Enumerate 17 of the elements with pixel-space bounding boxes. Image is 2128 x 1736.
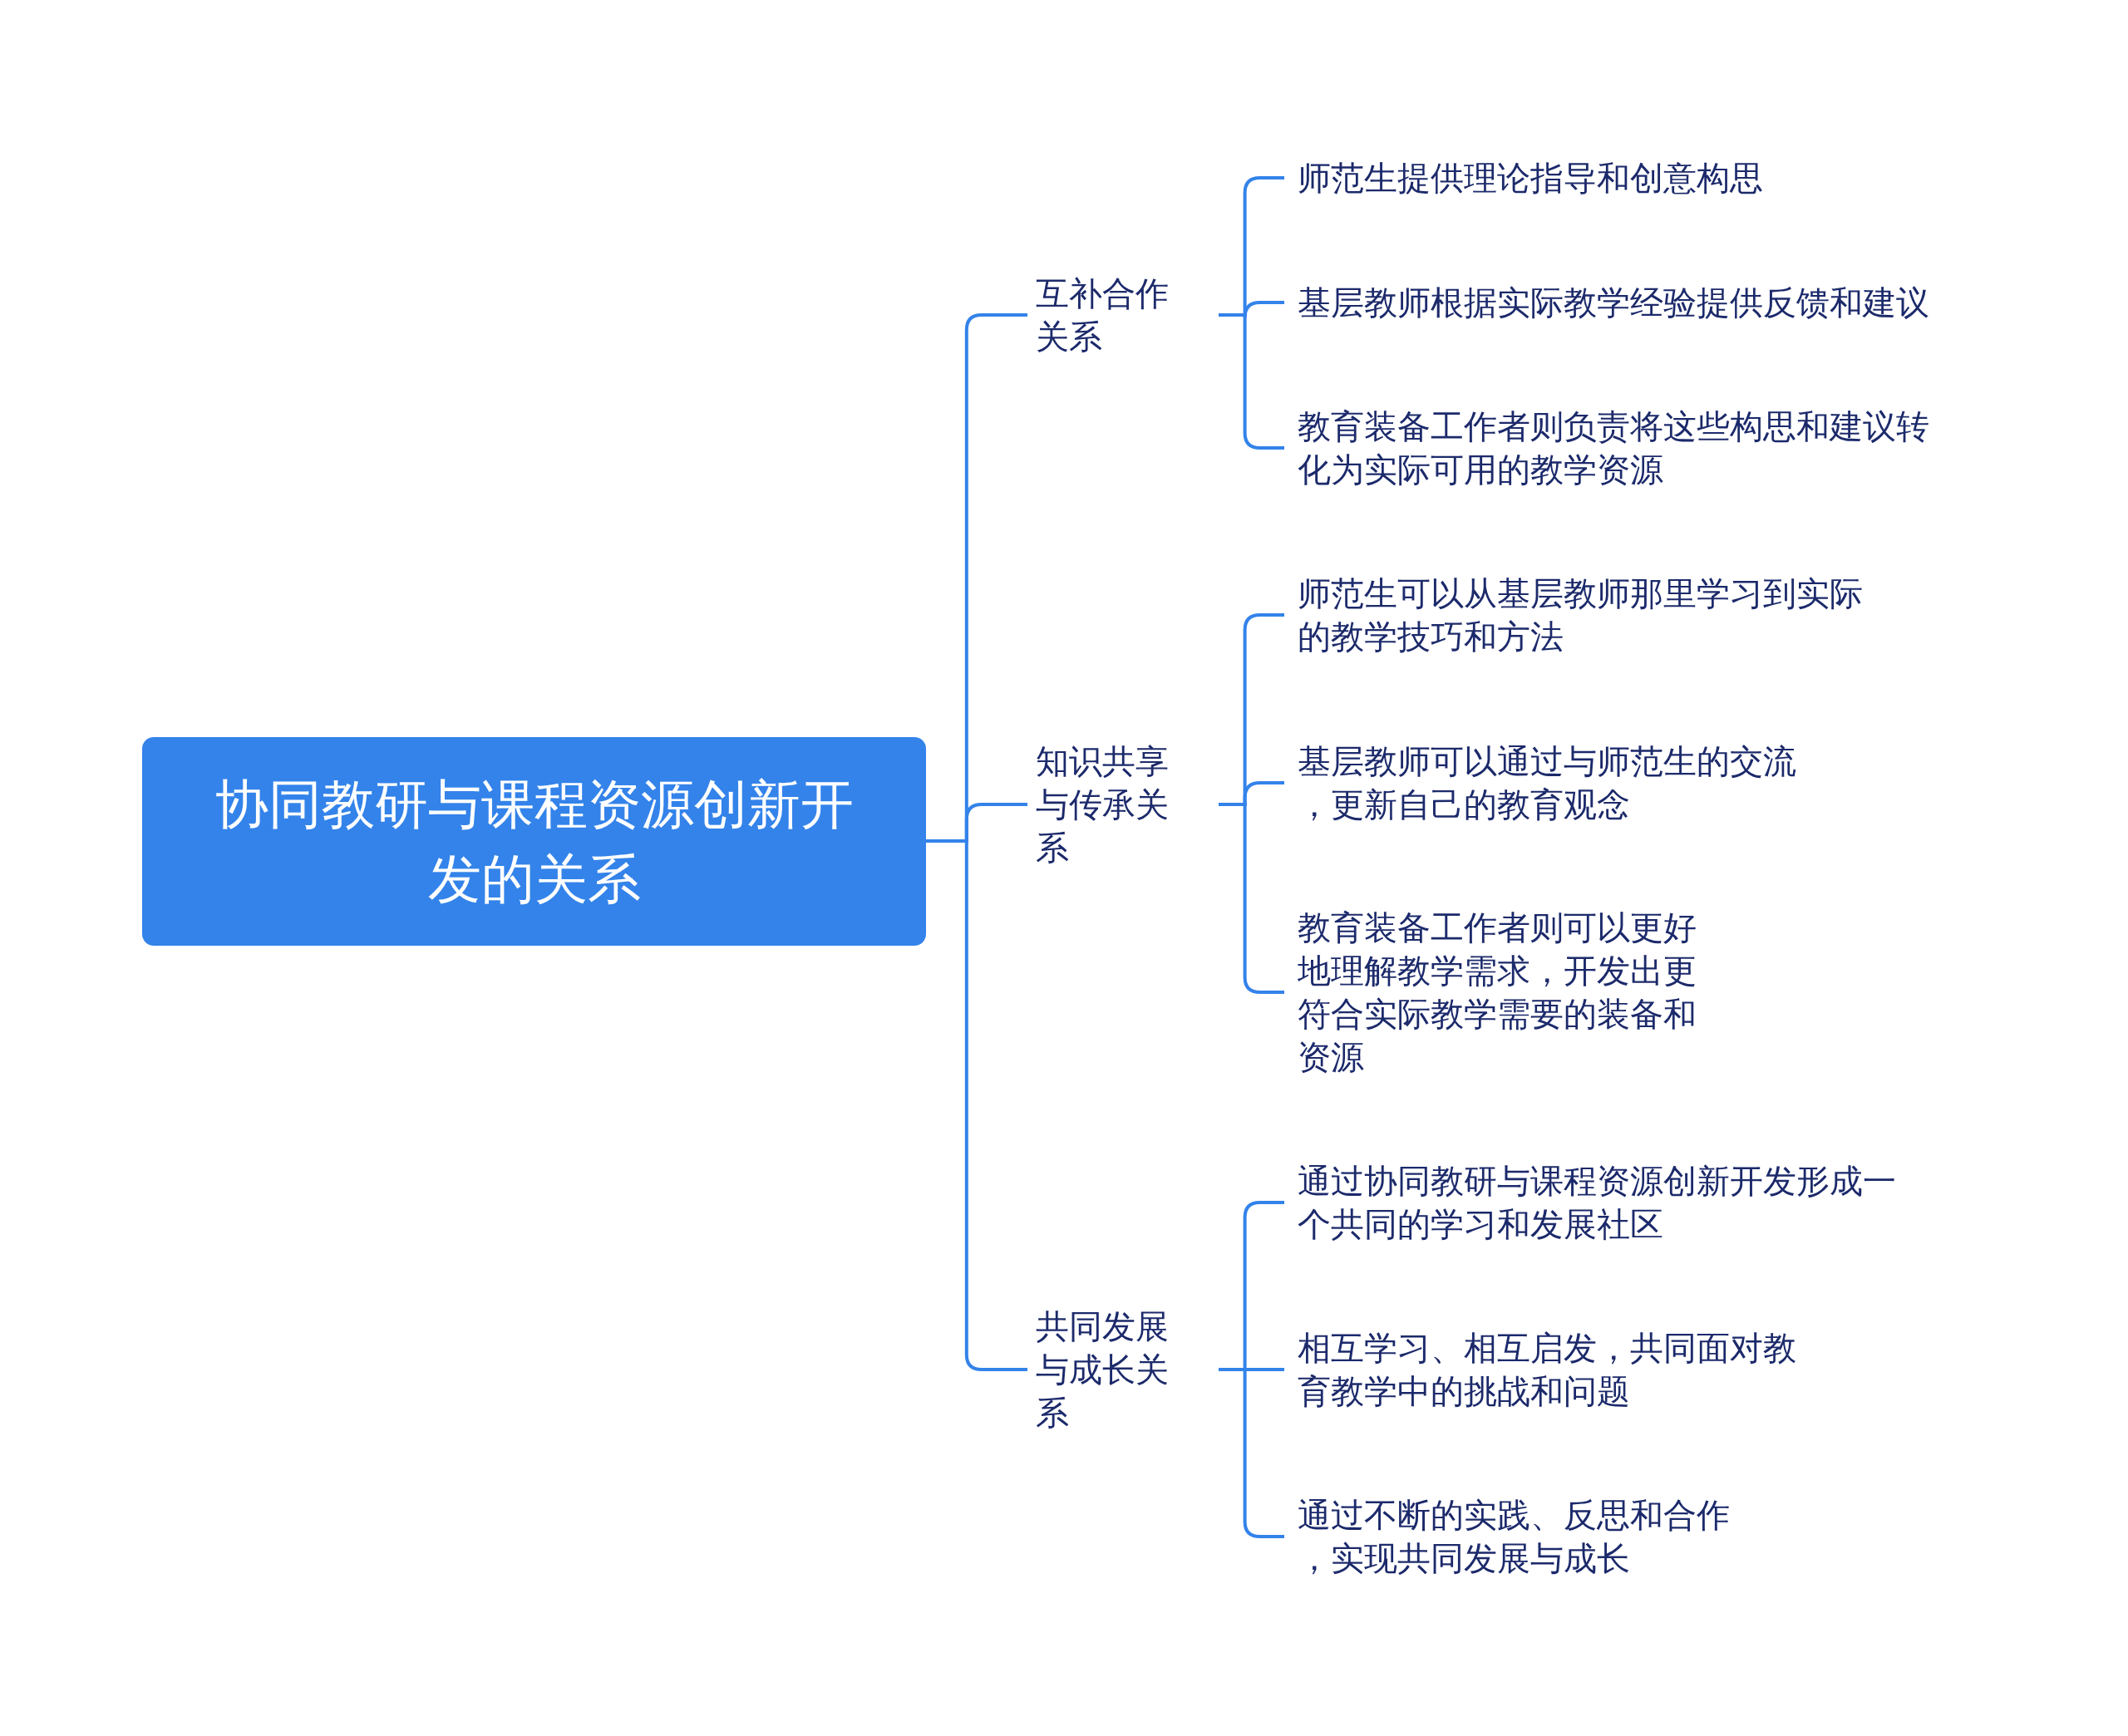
- subtopic-text: 师范生提供理论指导和创意构思: [1298, 158, 1764, 199]
- subtopic-text: 基层教师可以通过与师范生的交流，更新自己的教育观念: [1298, 741, 1796, 825]
- branch-topic-text: 共同发展与成长关系: [1036, 1306, 1169, 1434]
- subtopic-text: 教育装备工作者则可以更好地理解教学需求，开发出更符合实际教学需要的装备和资源: [1298, 907, 1697, 1078]
- root-topic-box: [142, 737, 926, 946]
- branch-topic-text: 互补合作关系: [1036, 273, 1169, 357]
- subtopic-text: 师范生可以从基层教师那里学习到实际的教学技巧和方法: [1298, 573, 1863, 657]
- subtopic-text: 基层教师根据实际教学经验提供反馈和建议: [1298, 283, 1929, 323]
- branch-topic-text: 知识共享与传承关系: [1036, 741, 1169, 868]
- subtopic-text: 通过协同教研与课程资源创新开发形成一个共同的学习和发展社区: [1298, 1161, 1896, 1245]
- connector-line: [1219, 803, 1284, 994]
- subtopic-text: 相互学习、相互启发，共同面对教育教学中的挑战和问题: [1298, 1328, 1796, 1412]
- subtopic-text: 教育装备工作者则负责将这些构思和建议转化为实际可用的教学资源: [1298, 406, 1929, 490]
- connector-line: [1219, 1368, 1284, 1538]
- subtopic-text: 通过不断的实践、反思和合作，实现共同发展与成长: [1298, 1495, 1730, 1579]
- root-topic-text: 协同教研与课程资源创新开发的关系: [214, 772, 855, 912]
- connector-line: [1219, 313, 1284, 450]
